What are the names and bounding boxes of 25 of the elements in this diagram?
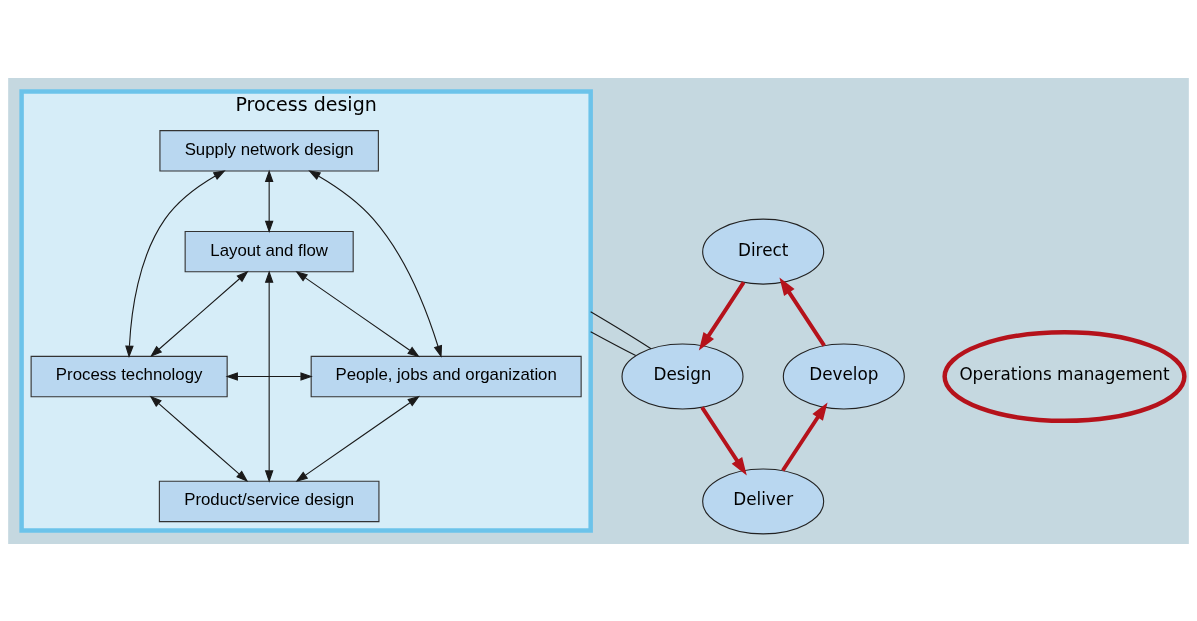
arrow [308,169,443,358]
arrow [264,269,274,483]
node-ellipse: Direct [702,218,825,285]
arrow [225,371,313,381]
node-box: Product/service design [158,480,380,522]
node-box: Layout and flow [184,230,354,272]
arrow [264,169,274,233]
arrow [698,280,746,351]
arrow [779,277,826,347]
arrow [150,270,249,357]
node-box: People, jobs and organization [310,355,582,397]
node-box: Process technology [30,355,228,397]
connector [590,310,652,349]
node-ellipse: Deliver [702,467,825,534]
arrow [295,270,420,357]
arrow [781,401,828,472]
arrow [149,395,249,482]
node-ellipse: Design [621,343,744,410]
node-ellipse: Operations management [942,329,1187,423]
arrow [700,405,747,475]
node-ellipse: Develop [782,343,905,410]
arrow [125,169,226,358]
connector [590,330,637,356]
node-box: Supply network design [159,129,379,172]
arrow [295,395,420,482]
